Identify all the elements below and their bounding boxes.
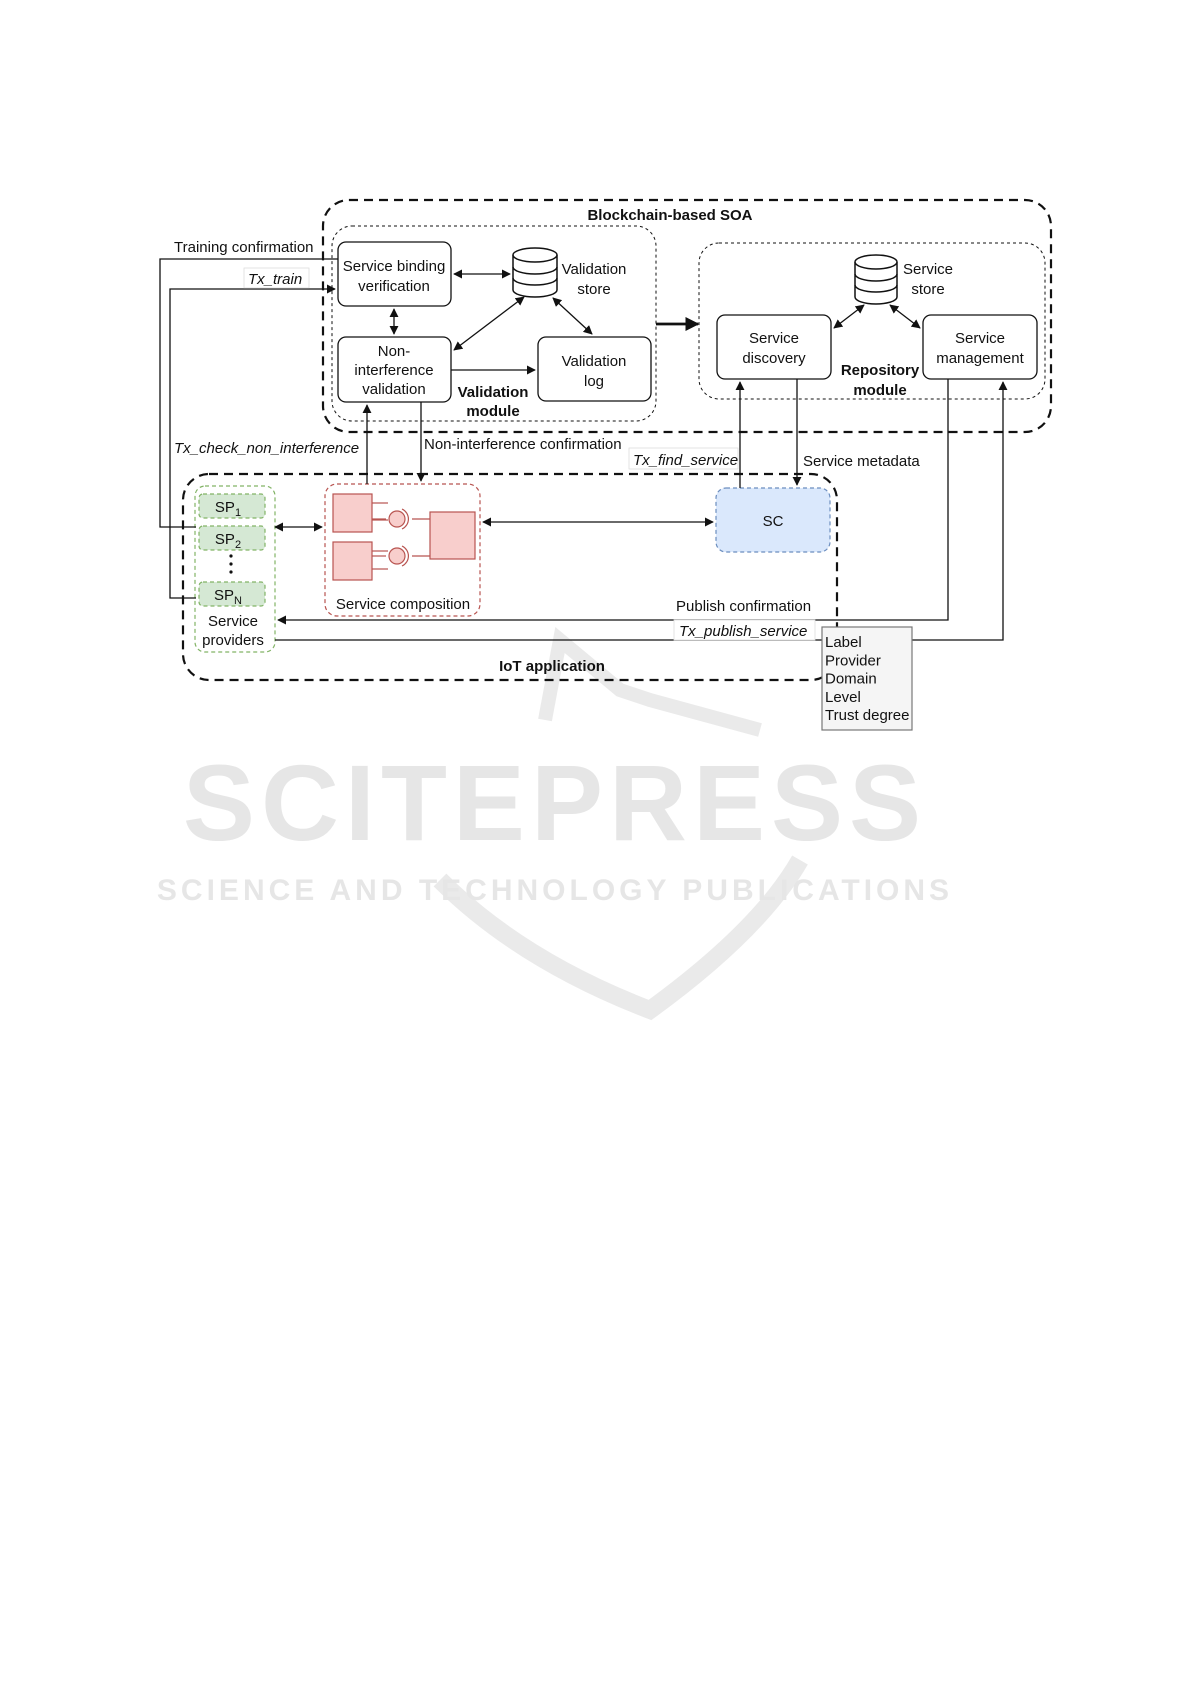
flow-tx-train <box>169 284 336 599</box>
sc-box <box>715 487 831 553</box>
sc-label: SC <box>763 513 784 530</box>
blockchain-soa-container <box>321 198 1053 434</box>
tx-publish-service-label-box <box>673 619 816 641</box>
tx-check-non-interference-label: Tx_check_non_interference <box>174 440 359 457</box>
service-store-database-icon <box>854 254 898 305</box>
spn-label: SPN <box>214 587 242 607</box>
watermark-swoosh-top <box>538 626 762 737</box>
metadata-field-item: Label <box>825 634 862 651</box>
service-binding-verification-line1: Service binding <box>343 258 446 275</box>
validation-log-box <box>537 336 652 402</box>
tx-train-label: Tx_train <box>248 271 302 288</box>
arrow-noninterference-to-store <box>453 296 525 351</box>
service-management-line2: management <box>936 350 1024 367</box>
validation-module-label-line2: module <box>466 403 519 420</box>
repository-module-label-line2: module <box>853 382 906 399</box>
service-store-line2: store <box>911 281 944 298</box>
service-providers-line1: Service <box>208 613 258 630</box>
watermark: SCITEPRESS SCIENCE AND TECHNOLOGY PUBLIC… <box>157 626 953 1021</box>
iot-application-container <box>181 472 839 682</box>
metadata-field-item: Domain <box>825 671 877 688</box>
publish-confirmation-label: Publish confirmation <box>676 598 811 615</box>
service-binding-verification-box <box>337 241 452 307</box>
service-discovery-line2: discovery <box>742 350 806 367</box>
sp2-box <box>198 525 266 551</box>
tx-train-label-box <box>243 267 310 289</box>
service-discovery-box <box>716 314 832 380</box>
sp2-label: SP2 <box>215 531 241 551</box>
ellipsis-dots <box>229 554 233 574</box>
arrow-store-to-management <box>889 304 921 329</box>
validation-store-line2: store <box>577 281 610 298</box>
flow-tx-publish-service <box>275 381 1008 641</box>
arrow-store-to-log <box>552 297 593 335</box>
metadata-field-item: Provider <box>825 652 881 669</box>
tx-publish-service-label: Tx_publish_service <box>679 623 807 640</box>
blockchain-soa-title: Blockchain-based SOA <box>587 207 752 224</box>
validation-store-line1: Validation <box>562 261 627 278</box>
repository-module-container <box>698 242 1046 400</box>
service-composition-group <box>324 483 481 617</box>
tx-find-service-label: Tx_find_service <box>633 452 738 469</box>
flow-training-confirmation <box>159 258 338 528</box>
watermark-swoosh-bottom <box>433 855 808 1021</box>
non-interference-validation-line2: interference <box>354 362 433 379</box>
tx-find-service-label-box <box>628 447 739 470</box>
flow-publish-confirmation <box>277 379 949 625</box>
service-composition-label: Service composition <box>336 596 470 613</box>
arrow-discovery-to-store <box>833 304 865 329</box>
non-interference-confirmation-label: Non-interference confirmation <box>424 436 622 453</box>
validation-log-line1: Validation <box>562 353 627 370</box>
sp1-box <box>198 493 266 519</box>
sp1-label: SP1 <box>215 499 241 519</box>
service-management-line1: Service <box>955 330 1005 347</box>
metadata-field-item: Level <box>825 689 861 706</box>
watermark-title: SCITEPRESS <box>183 742 927 863</box>
repository-module-label-line1: Repository <box>841 362 920 379</box>
service-discovery-line1: Service <box>749 330 799 347</box>
non-interference-validation-line3: validation <box>362 381 425 398</box>
validation-module-label-line1: Validation <box>458 384 529 401</box>
iot-application-title: IoT application <box>499 658 605 675</box>
service-providers-group <box>194 485 276 653</box>
component-diagram-icon <box>332 493 476 581</box>
spn-box <box>198 581 266 607</box>
service-providers-line2: providers <box>202 632 264 649</box>
service-binding-verification-line2: verification <box>358 278 430 295</box>
watermark-subtitle: SCIENCE AND TECHNOLOGY PUBLICATIONS <box>157 874 953 907</box>
validation-store-database-icon <box>512 247 558 298</box>
validation-log-line2: log <box>584 373 604 390</box>
metadata-field-item: Trust degree <box>825 707 910 724</box>
service-management-box <box>922 314 1038 380</box>
service-metadata-label: Service metadata <box>803 453 920 470</box>
service-store-line1: Service <box>903 261 953 278</box>
non-interference-validation-line1: Non- <box>378 343 411 360</box>
training-confirmation-label: Training confirmation <box>174 239 314 256</box>
metadata-fields-box <box>821 626 913 731</box>
